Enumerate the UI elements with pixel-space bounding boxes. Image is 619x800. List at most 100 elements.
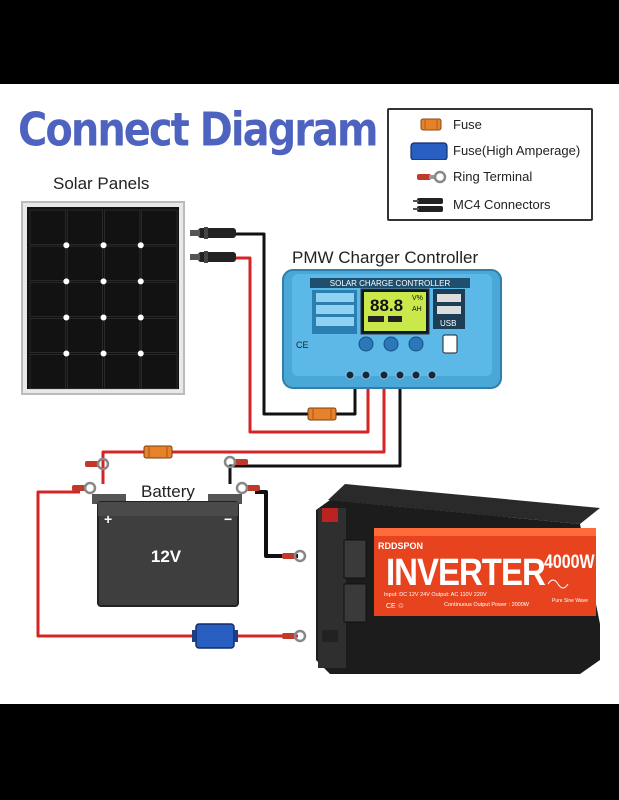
controller-terminal bbox=[395, 370, 405, 380]
sine-wave-icon bbox=[547, 579, 569, 589]
inverter-input-line: Input: DC 12V 24V Output: AC 110V 220V bbox=[384, 592, 487, 598]
cell-junction bbox=[63, 314, 70, 321]
legend-label: Ring Terminal bbox=[453, 169, 533, 184]
solar-cell bbox=[29, 209, 66, 245]
ce-mark: CE bbox=[296, 340, 309, 350]
battery-unit: + − 12V bbox=[92, 494, 242, 607]
inverter-brand: RDDSPON bbox=[378, 541, 423, 551]
ring-terminal-icon bbox=[223, 455, 248, 469]
mc4-connectors bbox=[190, 227, 236, 263]
inverter-unit: RDDSPON INVERTER 4000W Input: DC 12V 24V… bbox=[316, 484, 600, 674]
legend-item-fuse: Fuse bbox=[389, 114, 591, 136]
inverter-continuous: Continuous Output Power : 2000W bbox=[444, 602, 530, 608]
solar-cell bbox=[141, 354, 178, 390]
solar-cell bbox=[141, 281, 178, 317]
solar-cell bbox=[66, 245, 103, 281]
solar-cell bbox=[66, 281, 103, 317]
legend-item-high-amp-fuse: Fuse(High Amperage) bbox=[389, 140, 591, 162]
cell-junction bbox=[137, 350, 144, 357]
legend-label: Fuse(High Amperage) bbox=[453, 143, 581, 158]
cert-marks: CE ♲ bbox=[386, 603, 404, 610]
high-amp-fuse-inverter bbox=[192, 623, 238, 649]
usb-label: USB bbox=[440, 319, 456, 328]
ring-terminal-icon bbox=[282, 549, 307, 563]
ring-terminal-icon bbox=[235, 481, 260, 495]
battery-voltage: 12V bbox=[151, 547, 182, 566]
wire-solar-neg bbox=[236, 232, 357, 416]
solar-panel bbox=[21, 201, 185, 395]
wires bbox=[36, 232, 402, 638]
legend-item-ring-terminal: Ring Terminal bbox=[389, 166, 591, 188]
mc4-connector-icon bbox=[413, 198, 443, 212]
wire-inv-pos bbox=[36, 490, 298, 638]
controller-label: PMW Charger Controller bbox=[292, 248, 479, 267]
solar-cell bbox=[66, 318, 103, 354]
charge-controller: SOLAR CHARGE CONTROLLER 88.8 V% AH USB C… bbox=[282, 269, 502, 389]
solar-cell bbox=[29, 245, 66, 281]
cell-junction bbox=[100, 278, 107, 285]
battery-minus: − bbox=[224, 511, 232, 527]
solar-cell bbox=[104, 281, 141, 317]
ring-terminal-icon bbox=[72, 481, 97, 495]
cell-junction bbox=[100, 242, 107, 249]
solar-cell bbox=[104, 318, 141, 354]
legend-item-mc4: MC4 Connectors bbox=[389, 194, 591, 216]
solar-cell bbox=[141, 318, 178, 354]
cell-junction bbox=[137, 242, 144, 249]
inverter-power: 4000W bbox=[544, 551, 595, 573]
lcd-units-bottom: AH bbox=[412, 306, 422, 313]
fuse-icon bbox=[420, 118, 442, 131]
solar-cell bbox=[104, 354, 141, 390]
cell-junction bbox=[137, 278, 144, 285]
controller-terminal bbox=[427, 370, 437, 380]
phone-icon bbox=[442, 334, 458, 354]
solar-panels-label: Solar Panels bbox=[53, 174, 150, 193]
wire-inv-neg bbox=[255, 490, 298, 558]
battery-label: Battery bbox=[141, 482, 195, 501]
inverter-pos-cap bbox=[322, 508, 338, 522]
solar-cell bbox=[29, 281, 66, 317]
fuse-controller bbox=[307, 407, 337, 421]
solar-cell bbox=[66, 209, 103, 245]
diagram-canvas: Connect Diagram Fuse Fuse(High Amperage)… bbox=[0, 84, 619, 704]
inverter-name: INVERTER bbox=[386, 551, 545, 594]
legend: Fuse Fuse(High Amperage) Ring Terminal bbox=[387, 108, 593, 221]
high-amp-fuse-icon bbox=[410, 142, 448, 160]
solar-cell bbox=[141, 245, 178, 281]
cell-junction bbox=[137, 314, 144, 321]
cell-junction bbox=[63, 278, 70, 285]
wire-solar-pos bbox=[236, 256, 370, 434]
fuse-battery bbox=[143, 445, 173, 459]
page-title: Connect Diagram bbox=[18, 104, 379, 157]
menu-button-icon bbox=[358, 336, 374, 352]
ring-terminals bbox=[72, 455, 307, 643]
cell-junction bbox=[63, 350, 70, 357]
inverter-neg-cap bbox=[322, 630, 338, 642]
solar-cell bbox=[104, 245, 141, 281]
controller-terminal bbox=[345, 370, 355, 380]
cell-junction bbox=[100, 350, 107, 357]
controller-terminal bbox=[411, 370, 421, 380]
solar-cell bbox=[66, 354, 103, 390]
ring-terminal-icon bbox=[282, 629, 307, 643]
wiring-svg: SOLAR CHARGE CONTROLLER 88.8 V% AH USB C… bbox=[21, 201, 600, 674]
controller-header: SOLAR CHARGE CONTROLLER bbox=[330, 279, 451, 288]
solar-cell bbox=[141, 209, 178, 245]
legend-label: MC4 Connectors bbox=[453, 197, 551, 212]
battery-plus: + bbox=[104, 511, 112, 527]
solar-cell bbox=[29, 354, 66, 390]
inverter-wave: Pure Sine Wave bbox=[552, 598, 588, 604]
lcd-value: 88.8 bbox=[370, 296, 403, 315]
controller-terminal bbox=[361, 370, 371, 380]
cell-junction bbox=[63, 242, 70, 249]
ring-terminal-icon bbox=[417, 170, 447, 184]
up-button-icon bbox=[383, 336, 399, 352]
controller-terminal bbox=[379, 370, 389, 380]
legend-label: Fuse bbox=[453, 117, 482, 132]
cell-junction bbox=[100, 314, 107, 321]
solar-cell bbox=[104, 209, 141, 245]
down-button-icon bbox=[408, 336, 424, 352]
wire-batt-neg bbox=[228, 380, 402, 484]
solar-cell bbox=[29, 318, 66, 354]
lcd-units-top: V% bbox=[412, 295, 423, 302]
